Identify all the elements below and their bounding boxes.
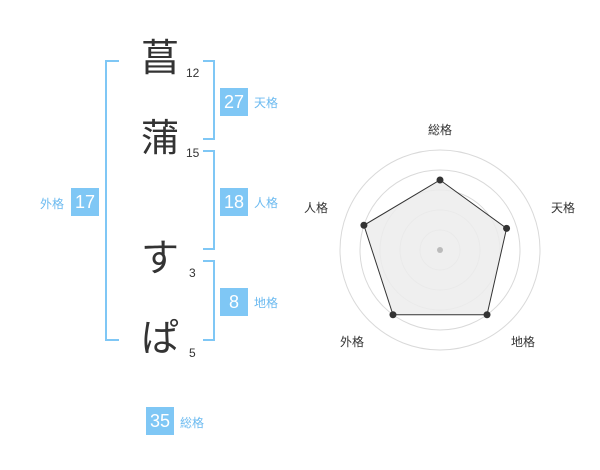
chikaku-bracket [203,260,215,341]
chikaku-label: 地格 [254,296,279,310]
jinkaku-bracket [203,150,215,250]
radar-center-dot [437,247,443,253]
name-char-2: 蒲 [140,116,179,160]
radar-point-1 [503,224,511,232]
soukaku-label: 総格 [180,416,205,430]
tenkaku-value: 27 [220,88,248,116]
stroke-count-2: 15 [186,146,200,160]
jinkaku-value: 18 [220,188,248,216]
gaikaku-label: 外格 [40,197,65,211]
stroke-count-3: 3 [189,266,196,280]
name-char-4: ぱ [140,316,179,360]
name-char-3: す [140,236,179,280]
radar-point-2 [483,311,491,319]
radar-axis-label-tenkaku: 天格 [550,201,576,215]
stroke-count-4: 5 [189,346,196,360]
tenkaku-bracket [203,60,215,140]
radar-ring [359,169,521,331]
chikaku-value: 8 [220,288,248,316]
radar-axis-label-jinkaku: 人格 [303,201,329,215]
tenkaku-label: 天格 [254,96,279,110]
gaikaku-bracket [105,60,119,341]
radar-ring [339,149,541,351]
radar-axis-label-gaikaku: 外格 [339,335,365,349]
name-char-1: 菖 [140,36,179,80]
radar-point-3 [389,311,397,319]
radar-point-4 [360,221,368,229]
radar-value-polygon [363,179,508,316]
radar-axis-label-chikaku: 地格 [510,335,536,349]
stroke-count-1: 12 [186,66,200,80]
soukaku-value: 35 [146,407,174,435]
radar-axis-label-soukaku: 総格 [427,123,453,137]
jinkaku-label: 人格 [254,196,279,210]
gaikaku-value: 17 [71,188,99,216]
radar-point-0 [436,176,444,184]
